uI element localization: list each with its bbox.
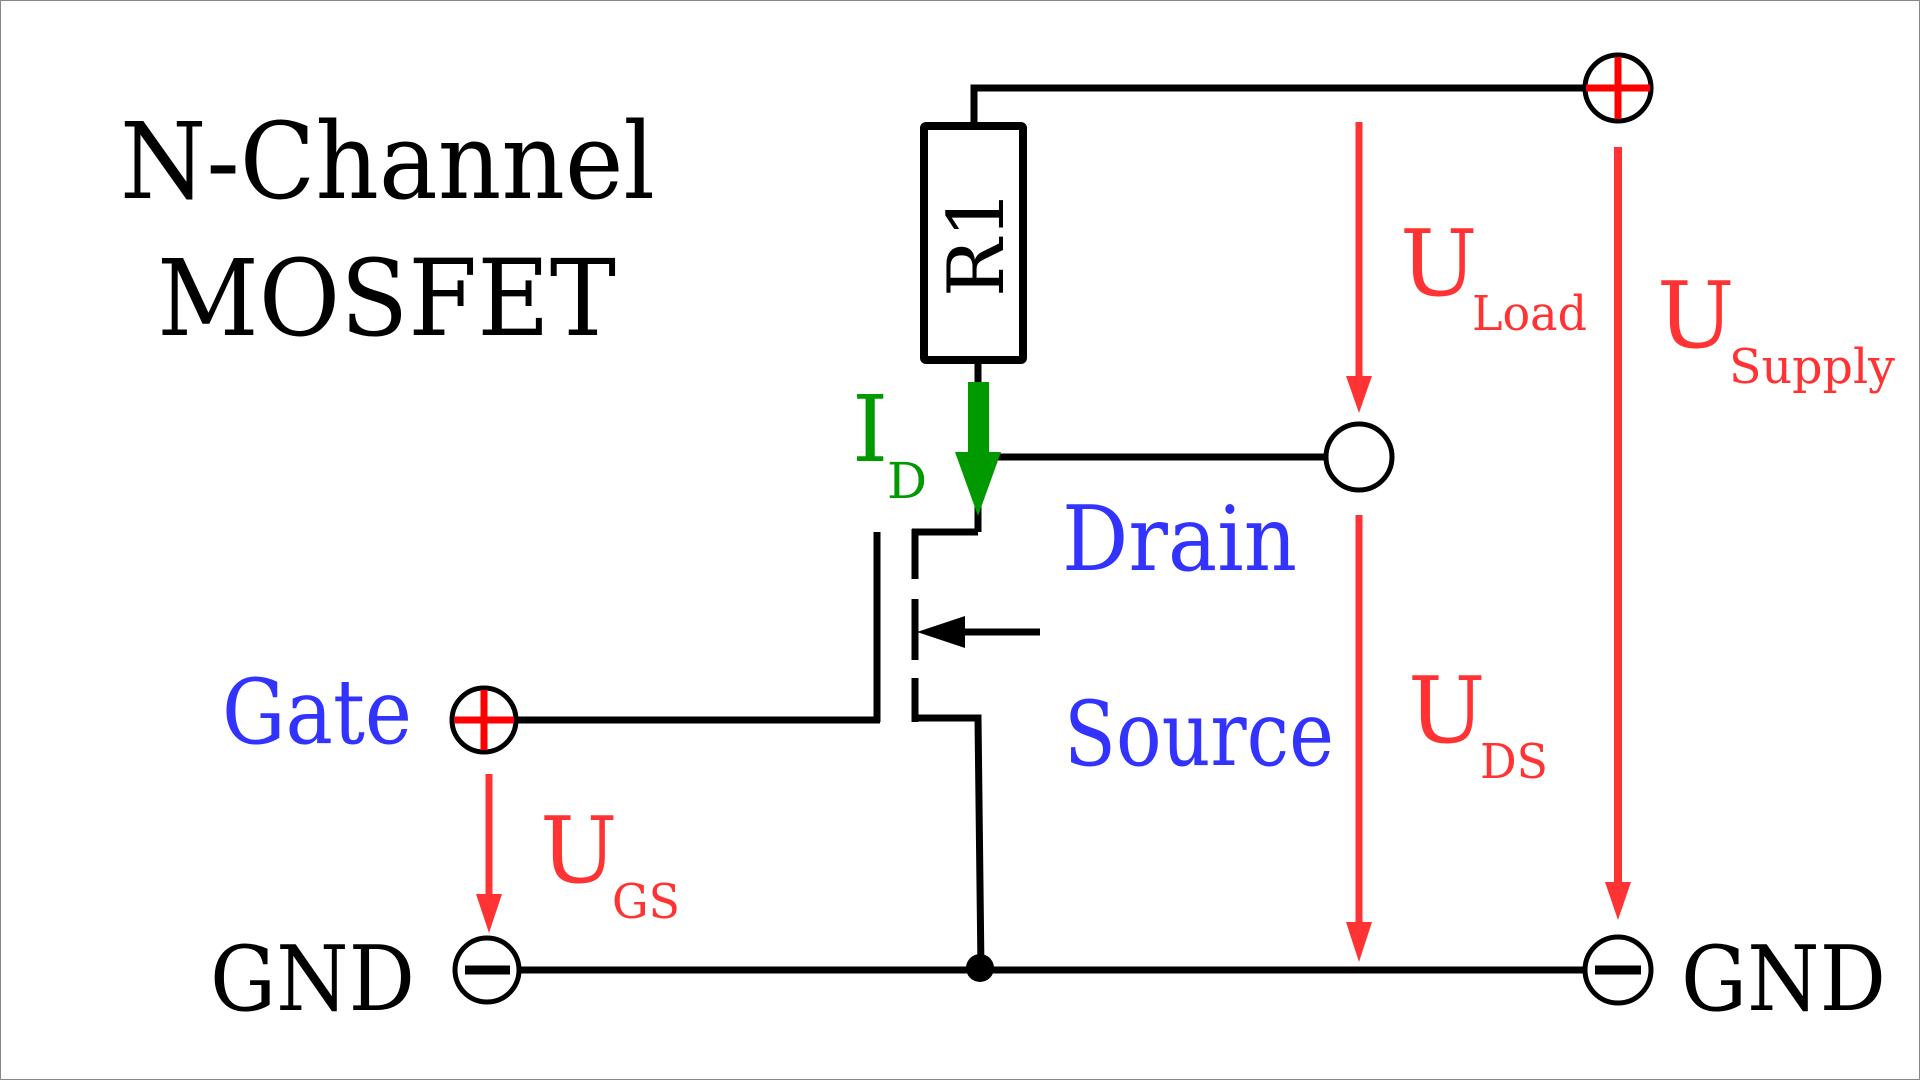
voltage-arrow-load — [1346, 122, 1372, 413]
current-arrow-shaft — [968, 382, 989, 454]
source-label: Source — [1064, 682, 1334, 787]
title-line-1: N-Channel — [120, 100, 655, 223]
resistor-r1: R1 — [920, 122, 1027, 364]
resistor-label: R1 — [932, 189, 1022, 297]
arrow-head-icon — [1346, 376, 1372, 413]
title-line-2: MOSFET — [157, 237, 616, 360]
current-subscript: D — [887, 452, 927, 510]
gnd-label-left: GND — [210, 927, 415, 1032]
voltage-gs-symbol: U — [540, 797, 618, 904]
voltage-gs-subscript: GS — [612, 874, 680, 930]
gnd-terminal-left[interactable] — [452, 935, 522, 1005]
voltage-ds-subscript: DS — [1480, 734, 1548, 790]
voltage-arrow-gs — [476, 774, 502, 933]
voltage-supply-subscript: Supply — [1729, 339, 1895, 395]
drain-terminal[interactable] — [1323, 421, 1395, 493]
arrow-head-icon — [476, 894, 502, 933]
drain-label: Drain — [1062, 487, 1297, 592]
junction-dot — [966, 954, 994, 982]
body-arrow-head-icon — [917, 616, 965, 648]
gnd-label-right: GND — [1681, 927, 1886, 1032]
gate-terminal[interactable] — [449, 685, 519, 755]
voltage-load-symbol: U — [1400, 210, 1478, 317]
arrow-head-icon — [1605, 882, 1631, 920]
supply-minus-terminal[interactable] — [1582, 934, 1654, 1006]
current-symbol: I — [852, 376, 888, 483]
voltage-arrow-ds — [1346, 515, 1372, 962]
supply-plus-terminal[interactable] — [1582, 52, 1654, 124]
arrow-head-icon — [1346, 922, 1372, 962]
resistor-body — [920, 122, 1027, 364]
mosfet-symbol — [873, 528, 1040, 971]
voltage-arrow-supply — [1605, 147, 1631, 920]
voltage-supply-symbol: U — [1657, 262, 1735, 369]
gate-label: Gate — [222, 660, 412, 765]
supply-wire-top — [970, 84, 1585, 122]
voltage-ds-symbol: U — [1408, 657, 1486, 764]
drain-current-arrow — [955, 382, 1001, 516]
current-arrow-head — [955, 452, 1001, 516]
voltage-load-subscript: Load — [1472, 286, 1587, 342]
source-connection — [912, 714, 985, 971]
